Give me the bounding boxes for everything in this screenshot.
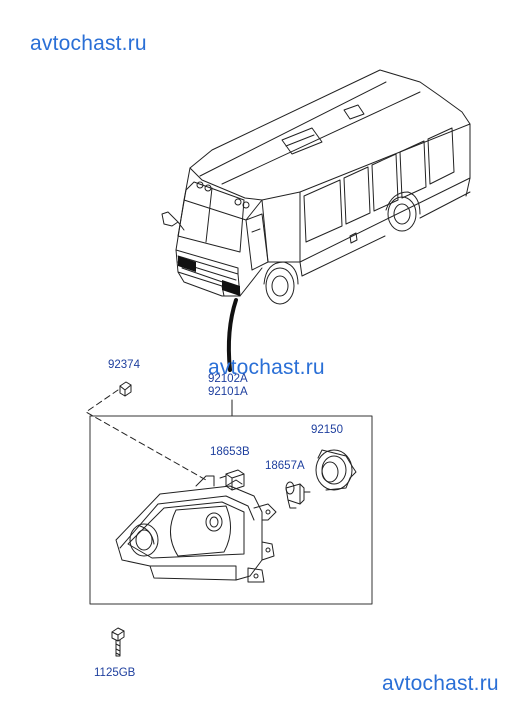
bulb-socket-18653B <box>219 469 245 491</box>
part-label-92102A: 92102A <box>208 373 248 385</box>
part-label-1125GB: 1125GB <box>94 667 136 679</box>
watermark-top: avtochast.ru <box>30 32 147 55</box>
part-label-92150: 92150 <box>311 424 343 436</box>
part-label-92374: 92374 <box>108 359 140 371</box>
assembly-box <box>89 415 373 605</box>
part-label-18657A: 18657A <box>265 460 305 472</box>
bus-illustration <box>161 69 471 305</box>
bulb-18657A <box>285 481 311 509</box>
watermark-middle: avtochast.ru <box>208 356 325 379</box>
screw-1125GB <box>111 627 125 657</box>
headlamp-assembly <box>115 475 277 583</box>
bolt-92374 <box>119 381 132 397</box>
cap-92150 <box>315 449 357 491</box>
pointer-arrow <box>226 298 238 372</box>
part-label-18653B: 18653B <box>210 446 250 458</box>
watermark-bottom: avtochast.ru <box>382 672 499 695</box>
part-label-92101A: 92101A <box>208 386 248 398</box>
